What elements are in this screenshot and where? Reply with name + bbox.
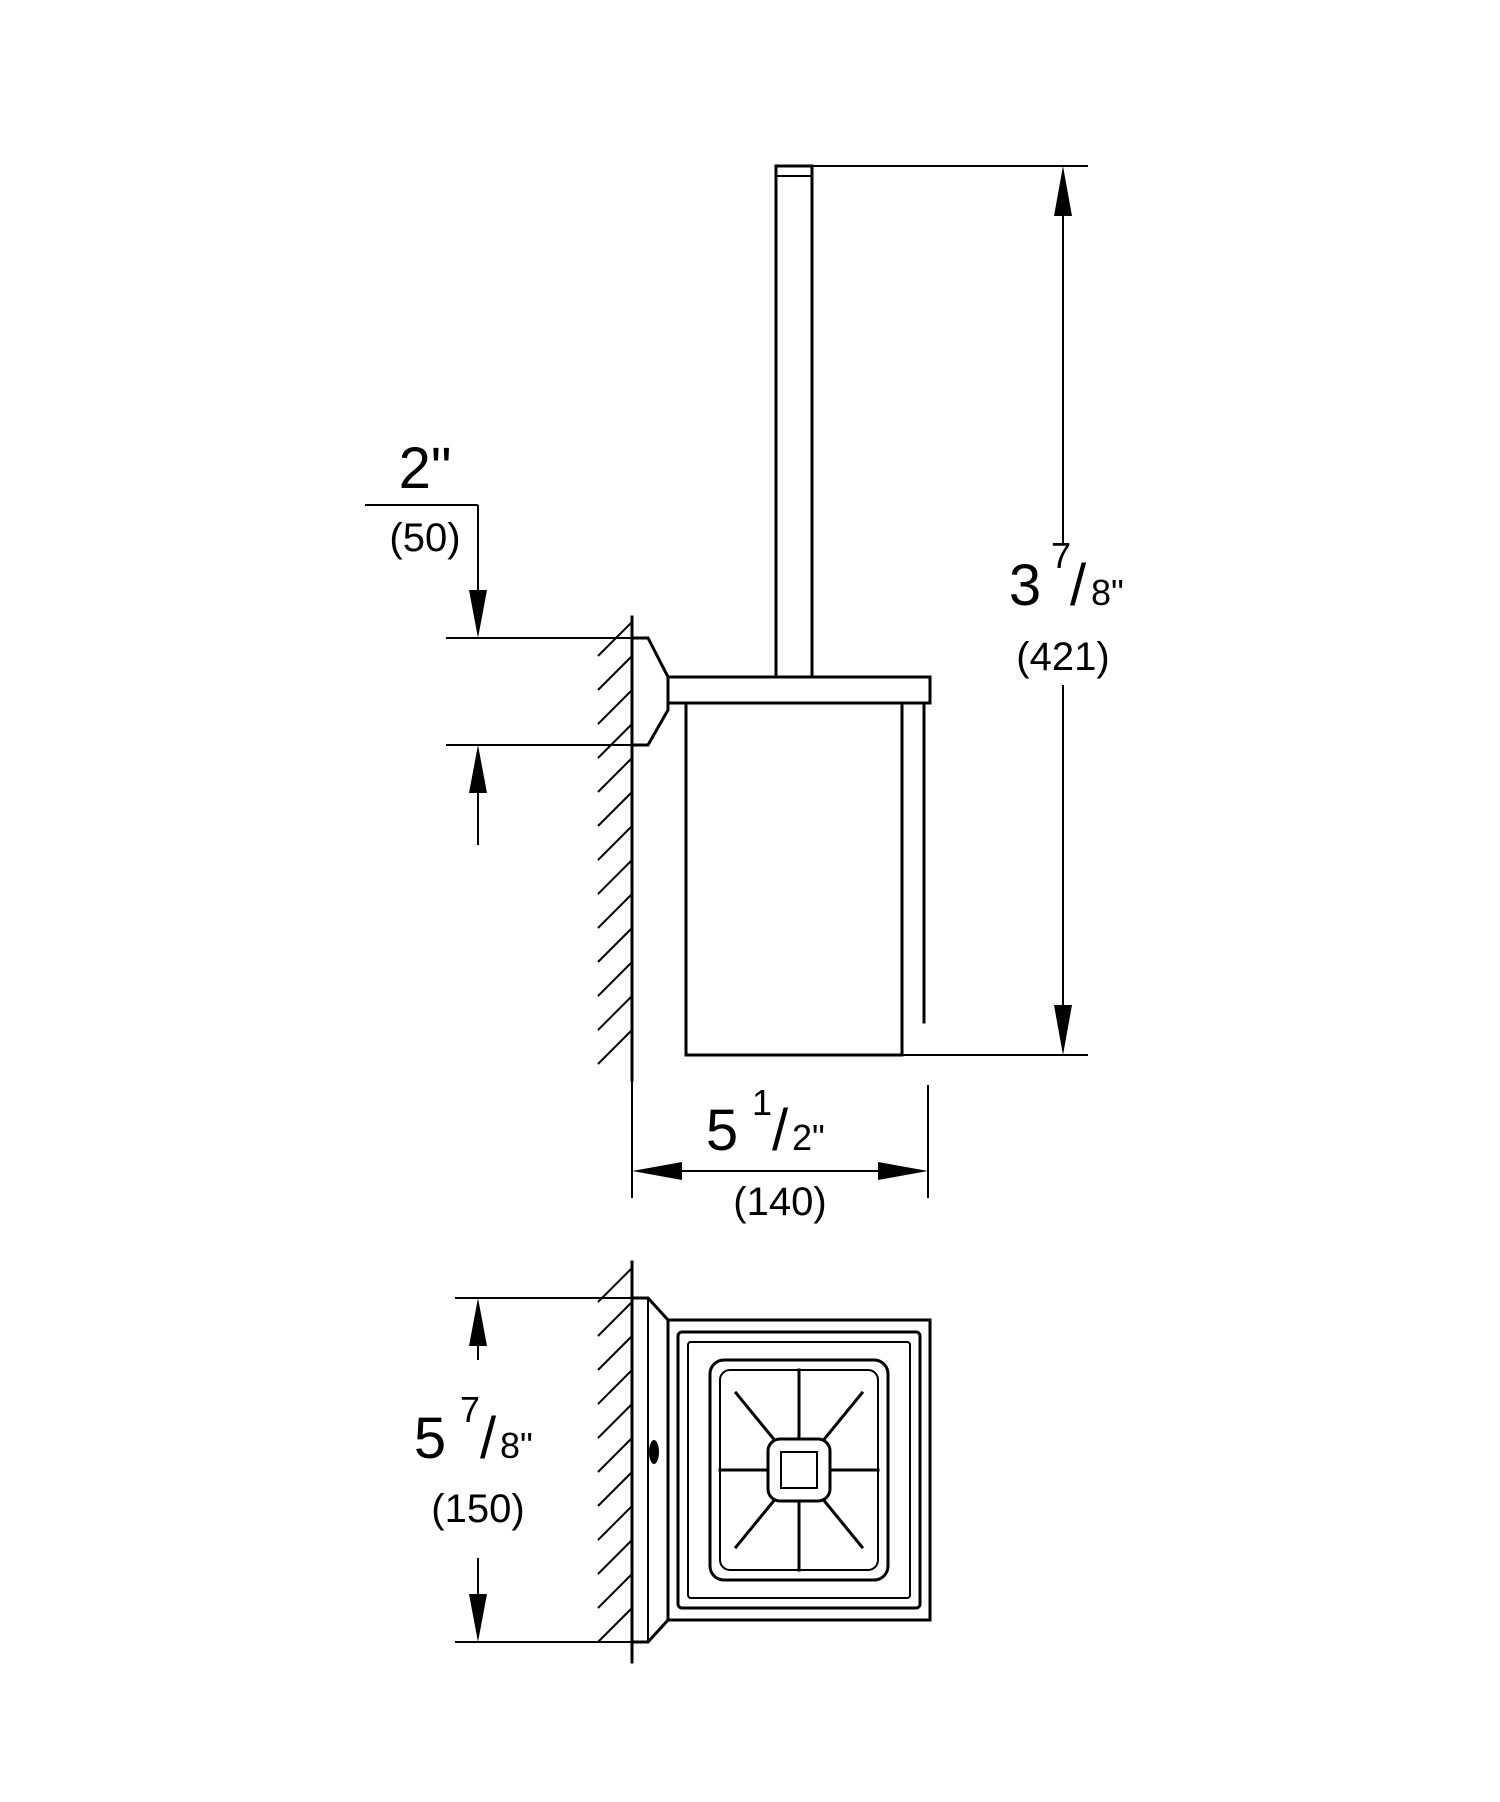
holder-lid bbox=[666, 675, 932, 705]
wall-mount-side bbox=[630, 636, 670, 747]
overall-height-slash: / bbox=[1070, 553, 1087, 618]
projection-whole: 5 bbox=[706, 1098, 738, 1163]
top-view: 5 7 / 8" (150) bbox=[414, 1260, 932, 1664]
wall-mount-top bbox=[630, 1296, 670, 1644]
brush-handle bbox=[774, 164, 814, 679]
wall-top bbox=[597, 1260, 634, 1664]
projection-slash: / bbox=[772, 1098, 789, 1163]
dim-base-width: 5 7 / 8" (150) bbox=[414, 1297, 632, 1643]
wall-offset-mm: (50) bbox=[389, 516, 460, 560]
wall-side bbox=[597, 615, 634, 1082]
hatch-line bbox=[597, 1335, 633, 1371]
hatch-line bbox=[597, 859, 633, 895]
hatch-line bbox=[597, 1301, 633, 1337]
base-width-slash: / bbox=[480, 1406, 497, 1471]
brush-head-pattern bbox=[718, 1368, 880, 1572]
hatch-line bbox=[597, 1573, 633, 1609]
base-width-mm: (150) bbox=[431, 1487, 524, 1531]
overall-height-denominator: 8" bbox=[1091, 572, 1124, 613]
overall-height-whole: 3 bbox=[1009, 553, 1041, 618]
hatch-line bbox=[597, 1607, 633, 1643]
base-width-numerator: 7 bbox=[460, 1389, 480, 1430]
dim-projection: 5 1 / 2" (140) bbox=[631, 1080, 929, 1224]
wall-offset-inch: 2" bbox=[399, 436, 452, 501]
hatch-line bbox=[597, 1267, 633, 1303]
hatch-line bbox=[597, 1539, 633, 1575]
hatch-line bbox=[597, 689, 633, 725]
hatch-line bbox=[597, 655, 633, 691]
hatch-line bbox=[597, 1403, 633, 1439]
hatch-line bbox=[597, 1437, 633, 1473]
hatch-line bbox=[597, 961, 633, 997]
projection-numerator: 1 bbox=[752, 1082, 772, 1123]
base-width-denominator: 8" bbox=[500, 1425, 533, 1466]
hatch-line bbox=[597, 1505, 633, 1541]
base-width-whole: 5 bbox=[414, 1406, 446, 1471]
hatch-line bbox=[597, 723, 633, 759]
hatch-line bbox=[597, 995, 633, 1031]
side-view: 2" (50) 3 7 / 8" (421) 5 1 / 2" bbox=[365, 164, 1124, 1224]
projection-mm: (140) bbox=[733, 1180, 826, 1224]
hatch-line bbox=[597, 825, 633, 861]
projection-denominator: 2" bbox=[792, 1117, 825, 1158]
overall-height-mm: (421) bbox=[1016, 635, 1109, 679]
hatch-line bbox=[597, 1369, 633, 1405]
dim-overall-height: 3 7 / 8" (421) bbox=[812, 165, 1124, 1056]
brush-container bbox=[684, 701, 926, 1057]
hatch-line bbox=[597, 791, 633, 827]
dim-wall-offset: 2" (50) bbox=[365, 436, 632, 845]
overall-height-numerator: 7 bbox=[1051, 535, 1071, 576]
hatch-line bbox=[597, 1029, 633, 1065]
hatch-line bbox=[597, 757, 633, 793]
hatch-line bbox=[597, 893, 633, 929]
hatch-line bbox=[597, 927, 633, 963]
hatch-line bbox=[597, 1471, 633, 1507]
